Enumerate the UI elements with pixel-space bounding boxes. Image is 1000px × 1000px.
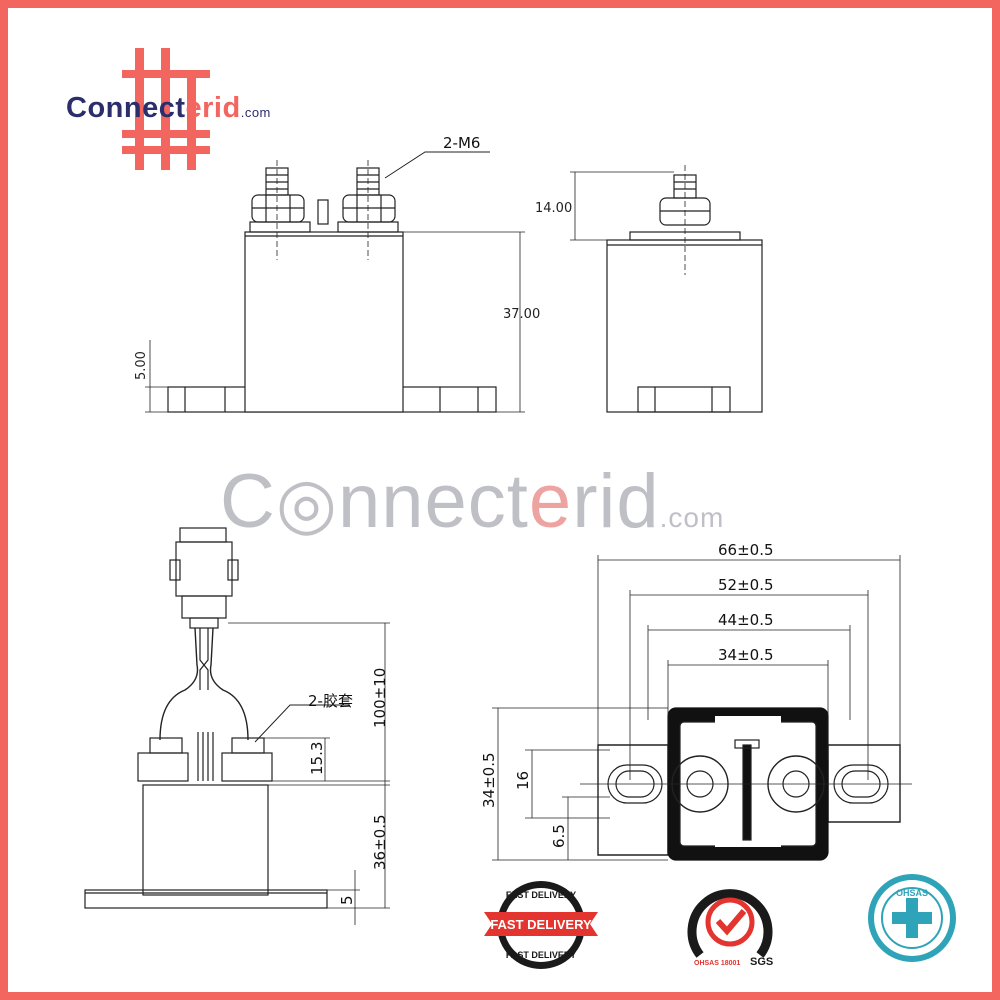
- cert-right-text: SGS: [750, 956, 773, 967]
- slot-6-5-label: 6.5: [550, 824, 568, 848]
- logo-wordmark: Connecterid.com: [66, 92, 271, 124]
- harness-length-label: 100±10: [371, 668, 389, 728]
- watermark-logo: C◎nnecterid.com: [220, 459, 725, 544]
- height-34-label: 34±0.5: [480, 752, 498, 808]
- body-height-36-label: 36±0.5: [371, 814, 389, 870]
- body-height-label: 37.00: [503, 307, 540, 322]
- check-icon: [715, 909, 747, 936]
- fast-delivery-ribbon-text: FAST DELIVERY: [490, 917, 592, 932]
- harness-view: [84, 527, 390, 925]
- terminal-height-label: 14.00: [535, 201, 572, 216]
- certification-badge: SYSTEM CERTIFICATION OHSAS 18001 SGS: [687, 885, 773, 967]
- ohsas-badge: OHSAS: [868, 874, 956, 962]
- fast-delivery-top-text: FAST DELIVERY: [506, 890, 576, 900]
- cert-left-text: OHSAS 18001: [694, 960, 740, 967]
- connector-height-label: 15.3: [308, 742, 326, 775]
- logo-grid-mark: [122, 48, 210, 170]
- fast-delivery-badge: FAST DELIVERY FAST DELIVERY FAST DELIVER…: [484, 881, 598, 969]
- slot-16-label: 16: [514, 771, 532, 790]
- width-44-label: 44±0.5: [718, 611, 774, 629]
- width-66-label: 66±0.5: [718, 541, 774, 559]
- flange-height-label: 5.00: [134, 351, 149, 380]
- width-34-label: 34±0.5: [718, 646, 774, 664]
- front-view: [145, 151, 525, 413]
- brand-logo: Connecterid.com: [60, 48, 300, 178]
- top-view: [492, 555, 912, 861]
- thread-label: 2-M6: [443, 134, 480, 152]
- connector-label: 2-胶套: [308, 692, 353, 710]
- flange-5-label: 5: [338, 895, 356, 905]
- width-52-label: 52±0.5: [718, 576, 774, 594]
- cert-top-text: SYSTEM CERTIFICATION: [694, 885, 766, 891]
- ohsas-text: OHSAS: [896, 888, 928, 898]
- fast-delivery-bottom-text: FAST DELIVERY: [506, 950, 576, 960]
- side-view: [570, 165, 763, 413]
